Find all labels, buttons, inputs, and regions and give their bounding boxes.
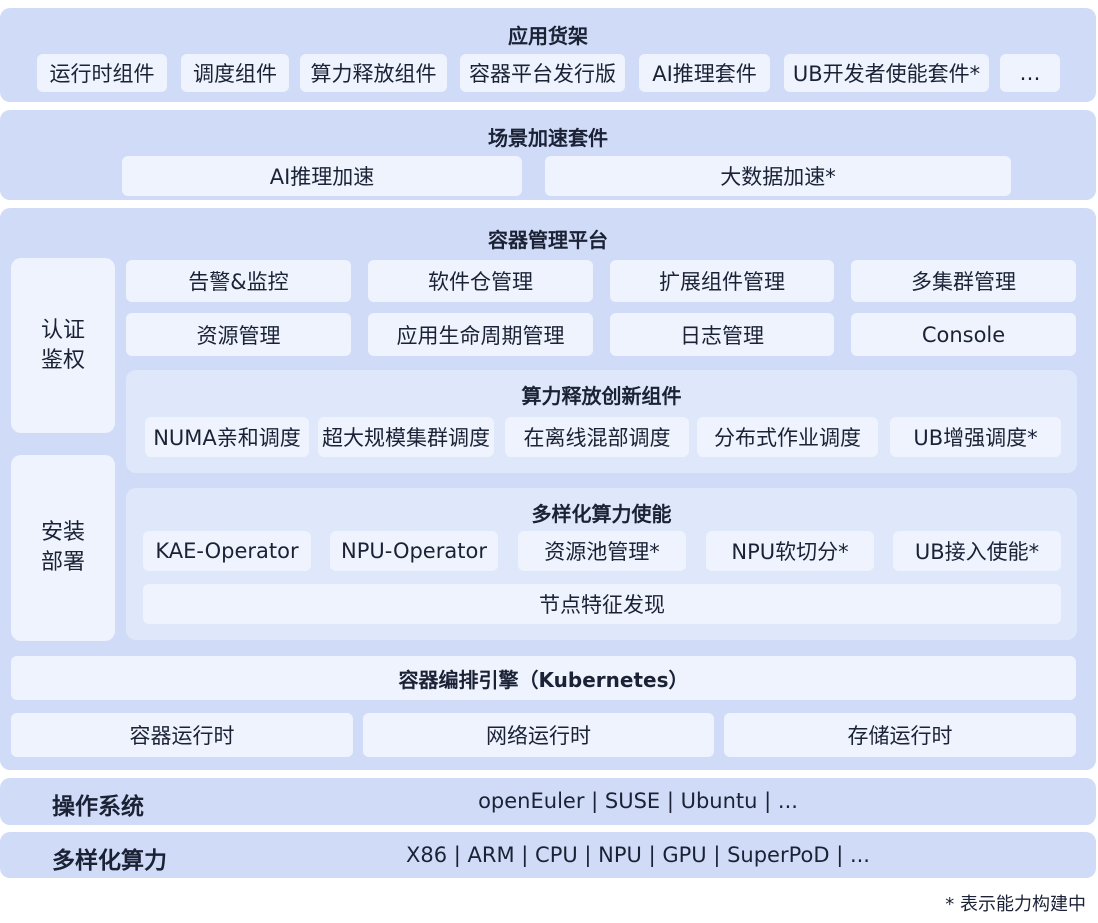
scene-accel-title: 场景加速套件: [488, 126, 608, 150]
diverse-title: 多样化算力使能: [531, 502, 672, 526]
kubernetes-bar: 容器编排引擎（Kubernetes）: [11, 656, 1076, 700]
auth-box: 认证 鉴权: [11, 258, 115, 433]
container-platform-panel: 容器管理平台 认证 鉴权 安装 部署 告警&监控 软件仓管理 扩展组件管理 多集…: [0, 208, 1096, 770]
runtime-item: 存储运行时: [724, 713, 1076, 757]
diverse-item: KAE-Operator: [143, 531, 311, 571]
app-shelf-item: 算力释放组件: [300, 54, 447, 92]
innovation-item: UB增强调度*: [890, 417, 1061, 457]
grid-item: 应用生命周期管理: [368, 313, 593, 356]
app-shelf-item: AI推理套件: [639, 54, 770, 92]
app-shelf-title: 应用货架: [508, 24, 588, 48]
grid-item: 日志管理: [610, 313, 834, 356]
diverse-panel: 多样化算力使能 KAE-Operator NPU-Operator 资源池管理*…: [126, 488, 1077, 640]
grid-item: 资源管理: [126, 313, 351, 356]
app-shelf-panel: 应用货架 运行时组件 调度组件 算力释放组件 容器平台发行版 AI推理套件 UB…: [0, 8, 1096, 102]
app-shelf-item: 容器平台发行版: [460, 54, 625, 92]
diverse-item: NPU-Operator: [330, 531, 498, 571]
innovation-item: NUMA亲和调度: [145, 417, 309, 457]
app-shelf-item: UB开发者使能套件*: [784, 54, 989, 92]
innovation-item: 在离线混部调度: [505, 417, 689, 457]
app-shelf-item: 运行时组件: [37, 54, 167, 92]
diverse-item: 资源池管理*: [518, 531, 686, 571]
innovation-title: 算力释放创新组件: [521, 384, 682, 408]
diverse-item: NPU软切分*: [706, 531, 874, 571]
innovation-item: 分布式作业调度: [697, 417, 878, 457]
diverse-item: UB接入使能*: [893, 531, 1061, 571]
grid-item: Console: [851, 313, 1076, 356]
runtime-item: 网络运行时: [363, 713, 714, 757]
grid-item: 软件仓管理: [368, 260, 593, 302]
innovation-panel: 算力释放创新组件 NUMA亲和调度 超大规模集群调度 在离线混部调度 分布式作业…: [126, 370, 1077, 473]
os-value: openEuler | SUSE | Ubuntu | ...: [478, 789, 798, 813]
app-shelf-item: 调度组件: [181, 54, 289, 92]
innovation-item: 超大规模集群调度: [318, 417, 494, 457]
compute-value: X86 | ARM | CPU | NPU | GPU | SuperPoD |…: [406, 843, 870, 867]
app-shelf-item: …: [1000, 54, 1060, 92]
scene-accel-panel: 场景加速套件 AI推理加速 大数据加速*: [0, 110, 1096, 200]
grid-item: 告警&监控: [126, 260, 351, 302]
scene-accel-item: AI推理加速: [122, 156, 522, 196]
scene-accel-item: 大数据加速*: [545, 156, 1011, 196]
os-panel: 操作系统 openEuler | SUSE | Ubuntu | ...: [0, 778, 1096, 825]
grid-item: 扩展组件管理: [610, 260, 834, 302]
compute-label: 多样化算力: [52, 848, 167, 874]
grid-item: 多集群管理: [851, 260, 1076, 302]
footnote: * 表示能力构建中: [945, 894, 1086, 915]
install-box: 安装 部署: [11, 455, 115, 641]
container-platform-title: 容器管理平台: [488, 228, 608, 252]
os-label: 操作系统: [52, 794, 144, 820]
compute-panel: 多样化算力 X86 | ARM | CPU | NPU | GPU | Supe…: [0, 832, 1096, 878]
runtime-item: 容器运行时: [11, 713, 353, 757]
node-feature-discovery: 节点特征发现: [143, 584, 1061, 624]
